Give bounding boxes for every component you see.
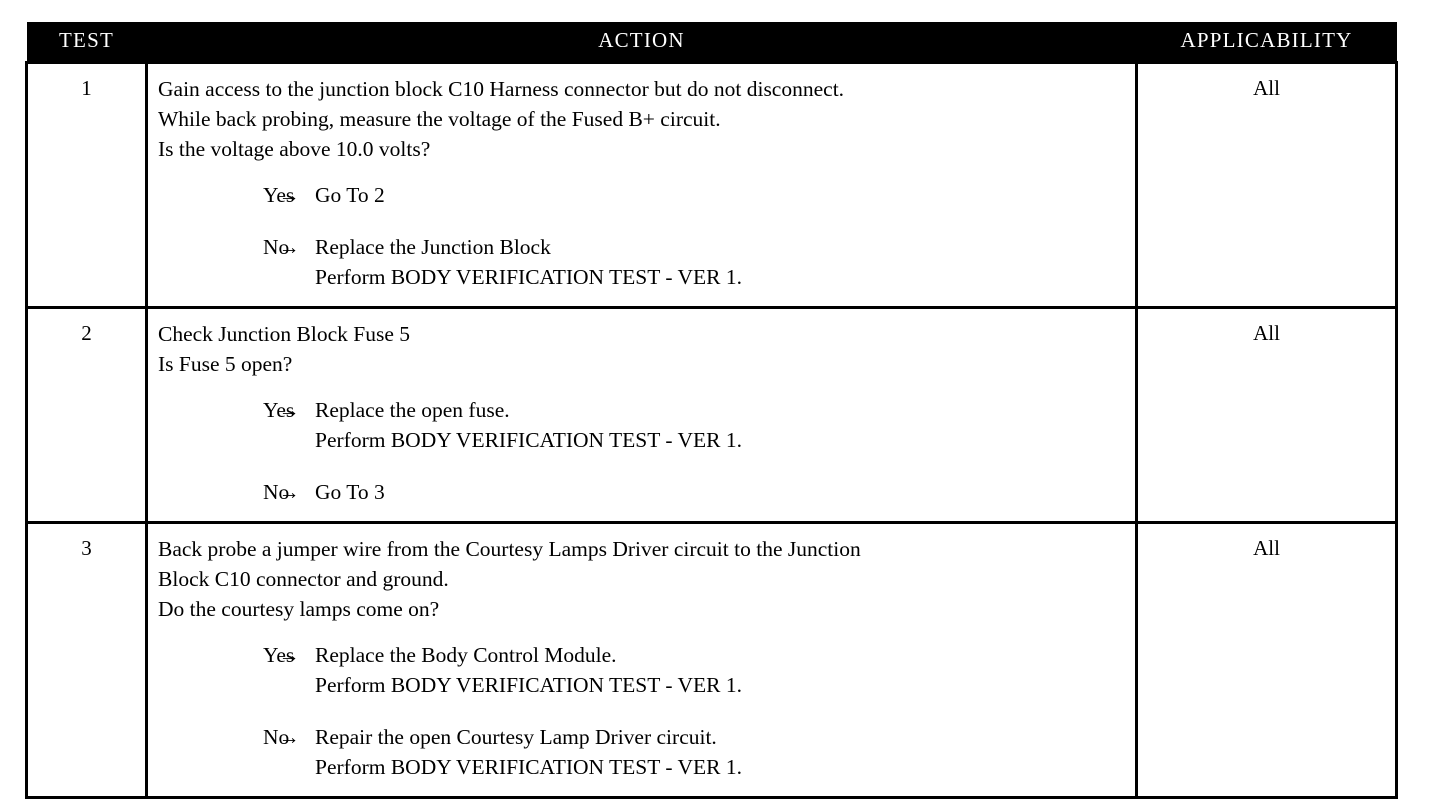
branch-label: No (263, 235, 290, 259)
branch-result: Replace the Junction Block Perform BODY … (315, 235, 743, 289)
test-number: 3 (25, 522, 148, 799)
branch-result: Repair the open Courtesy Lamp Driver cir… (315, 725, 743, 779)
branch-label: Yes (263, 183, 295, 207)
table-header: TEST ACTION APPLICABILITY (26, 22, 1397, 63)
arrow-right-icon: → (278, 183, 300, 207)
table-header-row: TEST ACTION APPLICABILITY (26, 22, 1397, 63)
arrow-right-icon: → (278, 398, 300, 422)
table-row: 2 Check Junction Block Fuse 5 Is Fuse 5 … (25, 307, 1398, 524)
branch-result: Go To 3 (315, 480, 385, 504)
table-row: 3 Back probe a jumper wire from the Cour… (25, 522, 1398, 799)
arrow-right-icon: → (278, 725, 300, 749)
action-statement: Check Junction Block Fuse 5 Is Fuse 5 op… (158, 322, 411, 376)
table-body: 1 Gain access to the junction block C10 … (25, 61, 1398, 799)
branch-result: Replace the Body Control Module. Perform… (315, 643, 743, 697)
branch-yes: Yes → Go To 2 (158, 180, 1135, 210)
test-number: 2 (25, 307, 148, 524)
action-cell: Check Junction Block Fuse 5 Is Fuse 5 op… (146, 307, 1138, 524)
arrow-right-icon: → (278, 480, 300, 504)
branch-label: No (263, 725, 290, 749)
table-row: 1 Gain access to the junction block C10 … (25, 61, 1398, 309)
branch-list: Yes → Replace the Body Control Module. P… (158, 640, 1135, 782)
diagnostic-test-table: TEST ACTION APPLICABILITY 1 Gain access … (25, 22, 1398, 799)
branch-yes: Yes → Replace the open fuse. Perform BOD… (158, 395, 1135, 455)
arrow-right-icon: → (278, 643, 300, 667)
column-header-applicability: APPLICABILITY (1136, 22, 1397, 63)
branch-no: No → Replace the Junction Block Perform … (158, 232, 1135, 292)
arrow-right-icon: → (278, 235, 300, 259)
action-cell: Back probe a jumper wire from the Courte… (146, 522, 1138, 799)
branch-result: Go To 2 (315, 183, 385, 207)
branch-no: No → Go To 3 (158, 477, 1135, 507)
applicability-value: All (1136, 307, 1398, 524)
action-statement: Back probe a jumper wire from the Courte… (158, 537, 861, 621)
branch-label: No (263, 480, 290, 504)
branch-list: Yes → Replace the open fuse. Perform BOD… (158, 395, 1135, 507)
branch-label: Yes (263, 643, 295, 667)
branch-result: Replace the open fuse. Perform BODY VERI… (315, 398, 743, 452)
test-number: 1 (25, 61, 148, 309)
column-header-action: ACTION (146, 22, 1137, 63)
branch-no: No → Repair the open Courtesy Lamp Drive… (158, 722, 1135, 782)
column-header-test: TEST (26, 22, 147, 63)
branch-list: Yes → Go To 2 No → Replace the Junction … (158, 180, 1135, 292)
action-cell: Gain access to the junction block C10 Ha… (146, 61, 1138, 309)
branch-yes: Yes → Replace the Body Control Module. P… (158, 640, 1135, 700)
applicability-value: All (1136, 522, 1398, 799)
action-statement: Gain access to the junction block C10 Ha… (158, 77, 845, 161)
branch-label: Yes (263, 398, 295, 422)
applicability-value: All (1136, 61, 1398, 309)
